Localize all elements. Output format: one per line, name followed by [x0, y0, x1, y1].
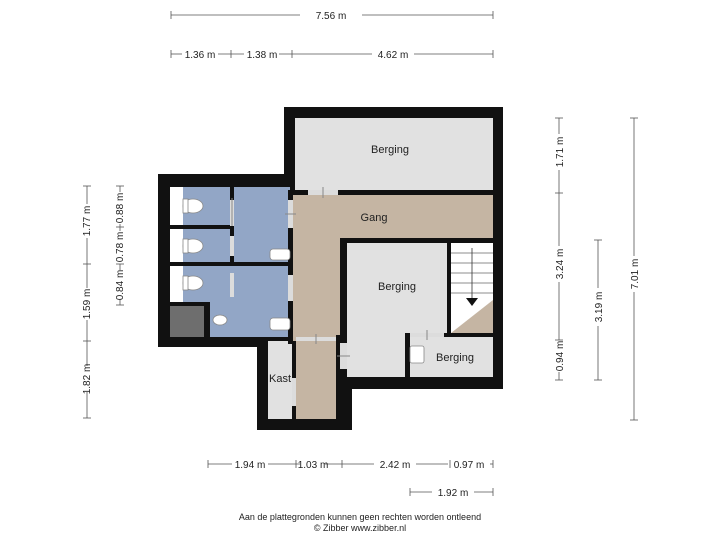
room-kast-floor — [268, 341, 292, 419]
dim-bottom-b: 1.03 m — [298, 460, 329, 471]
dimension-labels: 7.56 m 1.36 m 1.38 m 4.62 m 1.77 m 1.59 … — [82, 11, 641, 499]
room-berging-top-floor — [295, 118, 493, 190]
dim-right-a: 1.71 m — [555, 137, 566, 168]
dim-top-total: 7.56 m — [316, 11, 347, 22]
dim-bottom-e: 1.92 m — [438, 488, 469, 499]
dim-top-a: 1.36 m — [185, 50, 216, 61]
room-labels: Berging Gang Berging Berging Kast — [269, 144, 474, 385]
dim-bottom-d: 0.97 m — [454, 460, 485, 471]
dim-left-d: 0.84 m — [115, 270, 126, 301]
dim-left-c: 0.78 m — [115, 232, 126, 263]
label-berging-top: Berging — [371, 144, 409, 156]
toilet-icon — [212, 314, 228, 326]
sink-icon — [409, 345, 425, 364]
room-gang-floor — [293, 195, 493, 419]
dim-right-d: 3.19 m — [594, 292, 605, 323]
shaft — [170, 306, 204, 337]
footer-copyright: © Zibber www.zibber.nl — [313, 523, 407, 533]
label-gang: Gang — [361, 212, 388, 224]
dim-right-total: 7.01 m — [630, 259, 641, 290]
dim-top-b: 1.38 m — [247, 50, 278, 61]
label-kast: Kast — [269, 373, 291, 385]
dim-bottom-a: 1.94 m — [235, 460, 266, 471]
dim-left-a: 1.77 m — [82, 206, 93, 237]
dim-right-b: 3.24 m — [555, 249, 566, 280]
stair-arrow-icon — [466, 298, 478, 306]
dim-left-e: 1.59 m — [82, 289, 93, 320]
label-berging-mid: Berging — [378, 281, 416, 293]
dim-bottom-c: 2.42 m — [380, 460, 411, 471]
dim-left-f: 1.82 m — [82, 364, 93, 395]
label-berging-small: Berging — [436, 352, 474, 364]
building — [158, 107, 503, 430]
sink-icon — [269, 248, 291, 261]
dim-right-c: 0.94 m — [555, 341, 566, 372]
dim-top-c: 4.62 m — [378, 50, 409, 61]
dim-left-b: 0.88 m — [115, 193, 126, 224]
stair-landing — [451, 300, 493, 333]
sink-icon — [269, 317, 291, 331]
dimension-lines — [83, 11, 638, 496]
footer-disclaimer: Aan de plattegronden kunnen geen rechten… — [238, 512, 482, 522]
